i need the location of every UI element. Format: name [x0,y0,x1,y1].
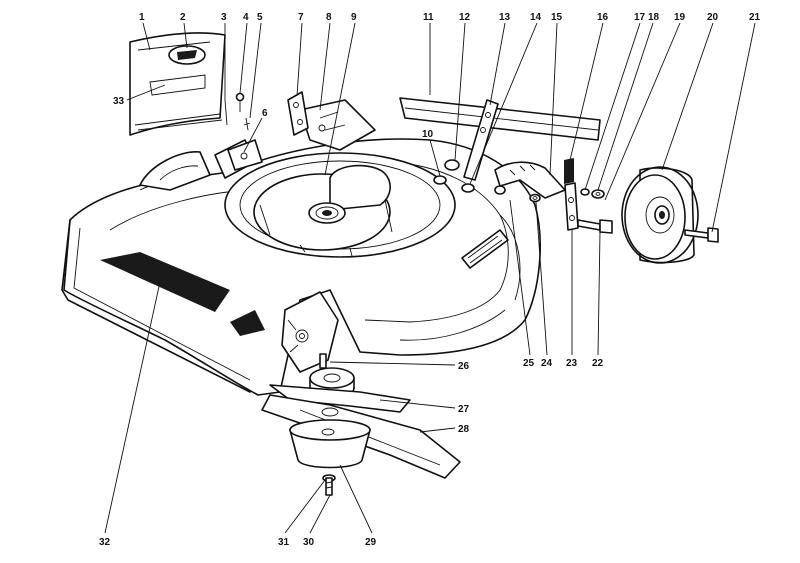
height-lever [463,99,499,181]
callout-1: 1 [139,12,145,23]
lever-bolts [433,159,506,195]
callout-18: 18 [648,12,660,23]
front-adjuster [281,291,339,373]
adjuster-linkage [494,161,566,199]
callout-28: 28 [458,424,470,435]
callout-12: 12 [459,12,471,23]
adjuster-spring [564,158,574,184]
callout-22: 22 [592,358,604,369]
washer [529,193,541,203]
callout-11: 11 [423,12,434,23]
wheel-bracket [564,182,579,231]
axle-bolt [684,227,719,243]
deck-decal [100,252,265,336]
axle-hardware [580,188,605,199]
callout-14: 14 [530,12,542,23]
wheel-bolt [577,219,613,234]
callout-30: 30 [303,537,315,548]
callout-17: 17 [634,12,646,23]
blade-cup [289,419,371,469]
callout-10: 10 [422,129,434,140]
callout-25: 25 [523,358,535,369]
top-cover [129,32,226,136]
leader-lines [104,22,756,534]
callout-4: 4 [243,12,249,23]
callout-7: 7 [298,12,304,23]
axle-bar [399,97,601,141]
callout-9: 9 [351,12,357,23]
callout-labels: 1 2 3 4 5 6 7 8 9 10 11 12 13 14 15 16 1… [99,12,761,548]
callout-24: 24 [541,358,553,369]
warning-label [461,229,509,269]
callout-3: 3 [221,12,227,23]
callout-26: 26 [458,361,470,372]
callout-15: 15 [551,12,563,23]
callout-21: 21 [749,12,761,23]
spindle-housing [224,152,456,258]
callout-6: 6 [262,108,268,119]
rear-bracket [299,99,376,151]
callout-33: 33 [113,96,125,107]
callout-20: 20 [707,12,719,23]
screw-set [224,92,251,131]
mounting-plate [287,91,309,136]
blade-pin [319,353,327,369]
callout-27: 27 [458,404,470,415]
callout-19: 19 [674,12,686,23]
callout-5: 5 [257,12,263,23]
chute-bracket [227,139,263,171]
callout-31: 31 [278,537,290,548]
blade-bolt [322,474,336,496]
callout-29: 29 [365,537,377,548]
callout-16: 16 [597,12,609,23]
callout-13: 13 [499,12,511,23]
callout-2: 2 [180,12,186,23]
rear-wheel [621,166,699,264]
callout-23: 23 [566,358,578,369]
callout-32: 32 [99,537,111,548]
callout-8: 8 [326,12,332,23]
